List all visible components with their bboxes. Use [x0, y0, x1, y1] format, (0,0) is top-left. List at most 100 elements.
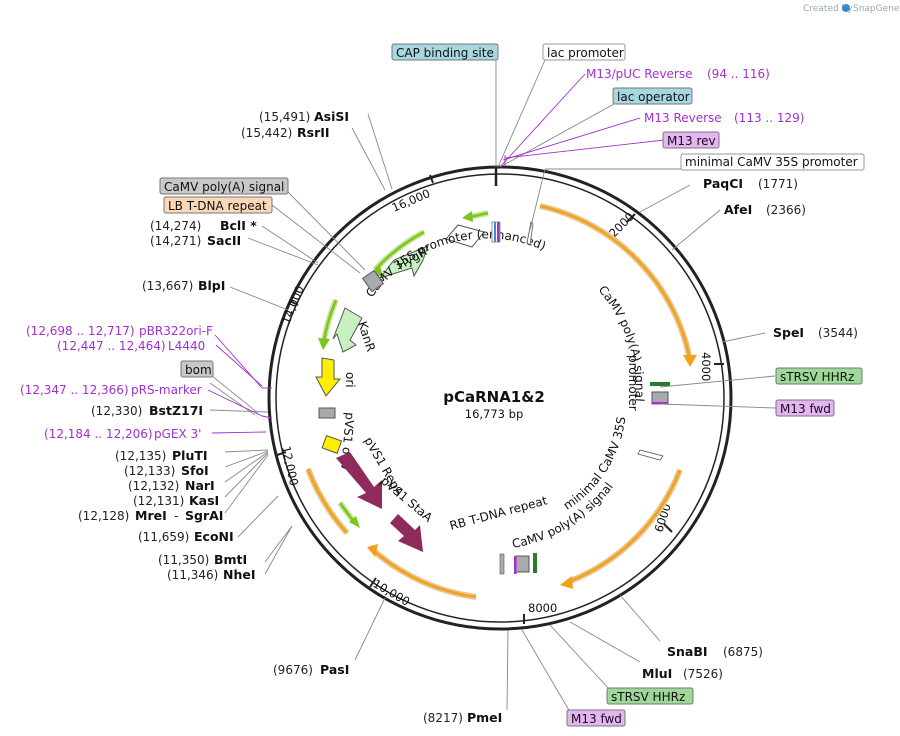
enzyme-rsrii-pos: (15,442) [241, 126, 292, 140]
enzyme-econi-pos: (11,659) [138, 530, 189, 544]
label-strsv-right: sTRSV HHRz [780, 370, 854, 384]
enzyme-sfoi[interactable]: SfoI [181, 463, 209, 478]
arrow-head [318, 338, 330, 350]
feature-bom-box[interactable] [318, 407, 336, 419]
camv35s-textpath: CaMV 35S promoter (enhanced) [363, 227, 548, 299]
label-cap-binding-site: CAP binding site [396, 46, 494, 60]
enzyme-kasi[interactable]: KasI [189, 493, 219, 508]
primer-prs-marker[interactable]: pRS-marker [131, 383, 202, 397]
enzyme-spei[interactable]: SpeI [773, 325, 804, 340]
tick-label-4000: 4000 [699, 352, 713, 381]
enzyme-blpi[interactable]: BlpI [198, 278, 225, 293]
feature-hygr-arrow[interactable] [378, 245, 429, 279]
feature-rb-tdna-bar[interactable] [499, 553, 505, 575]
feature-strsv-inner-box[interactable] [515, 555, 530, 573]
primer-m13-puc-reverse[interactable]: M13/pUC Reverse [586, 67, 693, 81]
leader-lines [209, 59, 777, 713]
feature-label-kanr: KanR [355, 320, 378, 354]
label-box-lac-operator[interactable] [612, 87, 693, 105]
feature-lb-tdna-box[interactable] [361, 269, 385, 293]
enzyme-sgrai[interactable]: SgrAI [185, 508, 223, 523]
label-box-m13-rev[interactable] [662, 131, 720, 149]
enzyme-kasi-pos: (12,131) [133, 494, 184, 508]
feature-inner-white-arrow[interactable] [445, 224, 485, 248]
enzyme-rsrii[interactable]: RsrII [297, 125, 330, 140]
label-m13-fwd-bottom: M13 fwd [571, 712, 622, 726]
enzyme-mlui-pos: (7526) [683, 667, 723, 681]
enzyme-nhei[interactable]: NheI [223, 567, 256, 582]
feature-minimal-camv-arrow[interactable] [637, 449, 664, 461]
primer-m13-reverse[interactable]: M13 Reverse [644, 111, 722, 125]
enzyme-pasi[interactable]: PasI [320, 662, 349, 677]
primer-l4440[interactable]: L4440 [168, 339, 205, 353]
enzyme-pluti[interactable]: PluTI [172, 448, 208, 463]
feature-m13-top-marker [497, 222, 500, 242]
enzyme-afei[interactable]: AfeI [724, 202, 752, 217]
label-box-m13-fwd-right[interactable] [775, 399, 835, 417]
enzyme-mrei-dash: - [174, 509, 178, 523]
feature-pvs1-staa-arrow[interactable] [390, 514, 423, 552]
camv-polya-bottom-textpath: CaMV poly(A) signal [511, 480, 616, 551]
enzyme-blpi-pos: (13,667) [142, 279, 193, 293]
enzyme-sacii[interactable]: SacII [207, 233, 241, 248]
primer-pgex-pos: (12,184 .. 12,206) [44, 427, 153, 441]
position-ticks [276, 174, 724, 624]
feature-arc-orange-3-core [373, 550, 477, 599]
enzyme-pmei[interactable]: PmeI [467, 710, 502, 725]
label-box-strsv-right[interactable] [775, 367, 863, 385]
primer-pgex[interactable]: pGEX 3' [154, 427, 201, 441]
backbone-inner-strand [275, 173, 725, 623]
enzyme-nari-pos: (12,132) [128, 479, 179, 493]
snapgene-logo-icon [842, 4, 850, 12]
feature-kanr-arrow[interactable] [332, 307, 363, 353]
label-box-m13-fwd-bottom[interactable] [566, 709, 626, 727]
feature-label-camv35s-enhanced: CaMV 35S promoter (enhanced) [363, 227, 548, 299]
label-box-cap-binding-site[interactable] [391, 43, 499, 61]
enzyme-pasi-pos: (9676) [273, 663, 313, 677]
enzyme-snabi[interactable]: SnaBI [667, 644, 708, 659]
credit-prefix: Created by [803, 4, 853, 14]
label-box-minimal-camv-top[interactable] [680, 153, 865, 171]
label-m13-fwd-right: M13 fwd [780, 402, 831, 416]
feature-ori-arrow[interactable] [315, 357, 342, 397]
enzyme-mlui[interactable]: MluI [642, 666, 672, 681]
tick-label-8000: 8000 [528, 601, 557, 615]
snapgene-credit: Created by SnapGene [803, 4, 900, 14]
enzyme-mrei[interactable]: MreI [135, 508, 167, 523]
primer-leader-lines [207, 73, 665, 434]
feature-strsv-mark[interactable] [533, 553, 537, 573]
label-strsv-bottom: sTRSV HHRz [611, 690, 685, 704]
enzyme-pluti-pos: (12,135) [115, 449, 166, 463]
label-box-bom[interactable] [180, 360, 214, 378]
feature-label-ori: ori [343, 372, 357, 388]
enzyme-bcli[interactable]: BclI * [220, 218, 257, 233]
enzyme-bmti-pos: (11,350) [158, 553, 209, 567]
arrow-head [349, 516, 360, 528]
label-box-lb-tdna[interactable] [163, 196, 273, 214]
feature-arc-orange-2-core [567, 469, 682, 584]
credit-brand: SnapGene [853, 4, 900, 14]
enzyme-bcli-pos: (14,274) [150, 219, 201, 233]
arrow-head [367, 544, 378, 557]
enzyme-asisi[interactable]: AsiSI [314, 109, 349, 124]
enzyme-econi[interactable]: EcoNI [194, 529, 234, 544]
primer-prs-marker-pos: (12,347 .. 12,366) [20, 383, 129, 397]
feature-arc-green-lower-core [338, 502, 356, 523]
arrow-head [683, 355, 697, 367]
primer-pbr322ori-f[interactable]: pBR322ori-F [139, 324, 213, 338]
feature-oriv-box[interactable] [321, 434, 343, 454]
feature-arc-green-top-core [469, 211, 489, 219]
tick-label-14000: 14,000 [279, 284, 307, 327]
feature-strsv-right-mark[interactable] [650, 382, 670, 386]
feature-pvs1-repa-arrow[interactable] [336, 452, 382, 509]
label-box-strsv-bottom[interactable] [606, 687, 694, 705]
feature-minimal-camv-top-arrow[interactable] [526, 221, 534, 246]
enzyme-paqci[interactable]: PaqCI [703, 176, 743, 191]
label-box-camv-polya-left[interactable] [159, 177, 289, 195]
label-box-lac-promoter[interactable] [542, 43, 626, 61]
enzyme-pmei-pos: (8217) [423, 711, 463, 725]
enzyme-bstz17i[interactable]: BstZ17I [149, 403, 203, 418]
enzyme-nari[interactable]: NarI [185, 478, 215, 493]
enzyme-bmti[interactable]: BmtI [214, 552, 247, 567]
